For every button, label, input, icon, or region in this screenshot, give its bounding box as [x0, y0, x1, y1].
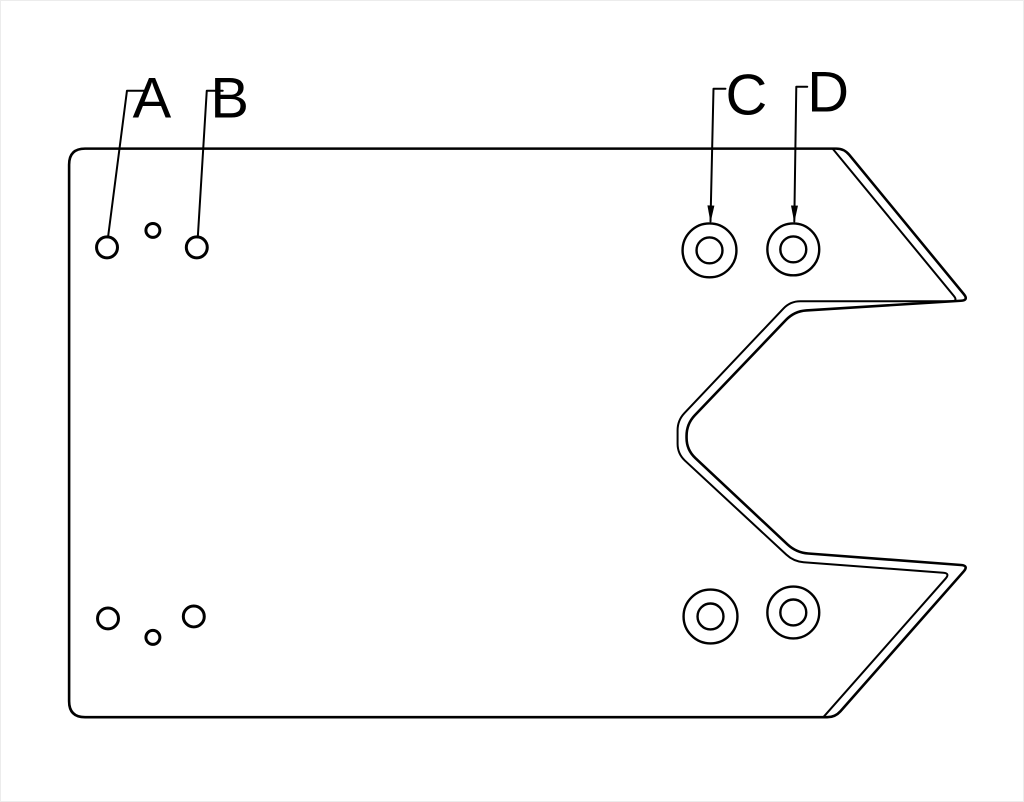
counterbore-bottom-left-inner	[696, 602, 725, 631]
counterbore-c-inner	[695, 236, 724, 265]
drawing-lines	[67, 85, 968, 719]
plate-inner-edge-line	[676, 147, 957, 719]
callout-d-leader-line	[793, 85, 809, 223]
hole-a	[95, 235, 119, 260]
hole-b	[184, 235, 209, 260]
callout-b-leader-line	[196, 89, 224, 239]
counterbore-c-outer	[681, 222, 738, 279]
hole-small-bottom-left	[144, 628, 162, 646]
callout-c-leader-line	[709, 87, 727, 223]
callout-a-leader-line	[107, 89, 145, 239]
callout-c-label: C	[726, 64, 768, 128]
callout-d-label: D	[807, 61, 849, 125]
hole-small-top-left	[144, 221, 162, 239]
callout-a-label: A	[133, 67, 172, 131]
plate-outline	[67, 147, 968, 719]
counterbore-bottom-right-outer	[766, 585, 821, 640]
callout-b-label: B	[210, 67, 249, 131]
counterbore-d-outer	[766, 222, 821, 277]
counterbore-bottom-left-outer	[682, 588, 739, 645]
hole-bottom-left-1	[96, 606, 120, 631]
counterbore-d-inner	[779, 235, 808, 264]
callout-c-arrowhead-icon	[707, 205, 715, 223]
counterbore-bottom-right-inner	[779, 598, 808, 627]
callout-d-arrowhead-icon	[791, 205, 798, 223]
hole-bottom-left-2	[181, 604, 206, 629]
